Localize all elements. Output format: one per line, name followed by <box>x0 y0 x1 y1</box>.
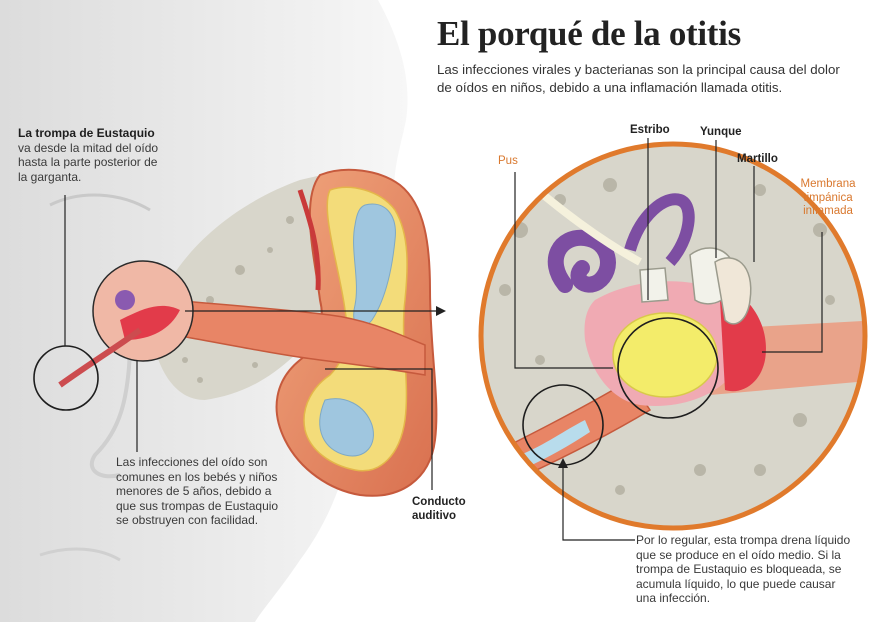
mini-cochlea <box>115 290 135 310</box>
label-incus: Yunque <box>700 126 742 138</box>
label-stapes: Estribo <box>630 124 670 136</box>
eustachian-tube <box>58 327 142 388</box>
cochlea <box>547 229 616 293</box>
eye-contour <box>49 193 151 212</box>
note-eustachian-title: La trompa de Eustaquio <box>18 126 155 140</box>
red-vessel <box>297 189 321 291</box>
malleus-bone <box>714 257 752 325</box>
zoom-circle-border <box>478 141 868 531</box>
callout-line-canal <box>325 368 433 490</box>
label-ear-canal: Conducto auditivo <box>412 496 466 522</box>
page-title: El porqué de la otitis <box>437 14 741 53</box>
note-eustachian: La trompa de Eustaquio va desde la mitad… <box>18 126 168 184</box>
nose-contour <box>89 349 132 479</box>
drainage-arrowhead <box>558 458 568 468</box>
line-pus <box>514 172 613 369</box>
line-drainage <box>562 466 635 541</box>
label-eardrum: Membrana timpánica inflamada <box>800 178 856 217</box>
page-subtitle: Las infecciones virales y bacterianas so… <box>437 62 840 95</box>
mouth-contour <box>39 547 121 562</box>
label-malleus: Martillo <box>737 153 778 165</box>
tube-circle-small <box>33 345 99 411</box>
fluid-highlight-circle <box>617 317 719 419</box>
note-infections: Las infecciones del oído son comunes en … <box>116 455 279 527</box>
ear-canal-shape <box>169 299 426 376</box>
semicircular-canal <box>624 193 695 267</box>
line-eardrum <box>762 232 823 353</box>
ear-fluid-lower <box>319 398 374 457</box>
label-pus: Pus <box>498 155 518 167</box>
note-drainage: Por lo regular, esta trompa drena líquid… <box>636 533 851 605</box>
note-eustachian-body: va desde la mitad del oído hasta la part… <box>18 140 159 184</box>
pus-fluid <box>612 312 718 398</box>
zoom-arrowhead <box>436 306 446 316</box>
stapes-bone <box>639 267 669 303</box>
